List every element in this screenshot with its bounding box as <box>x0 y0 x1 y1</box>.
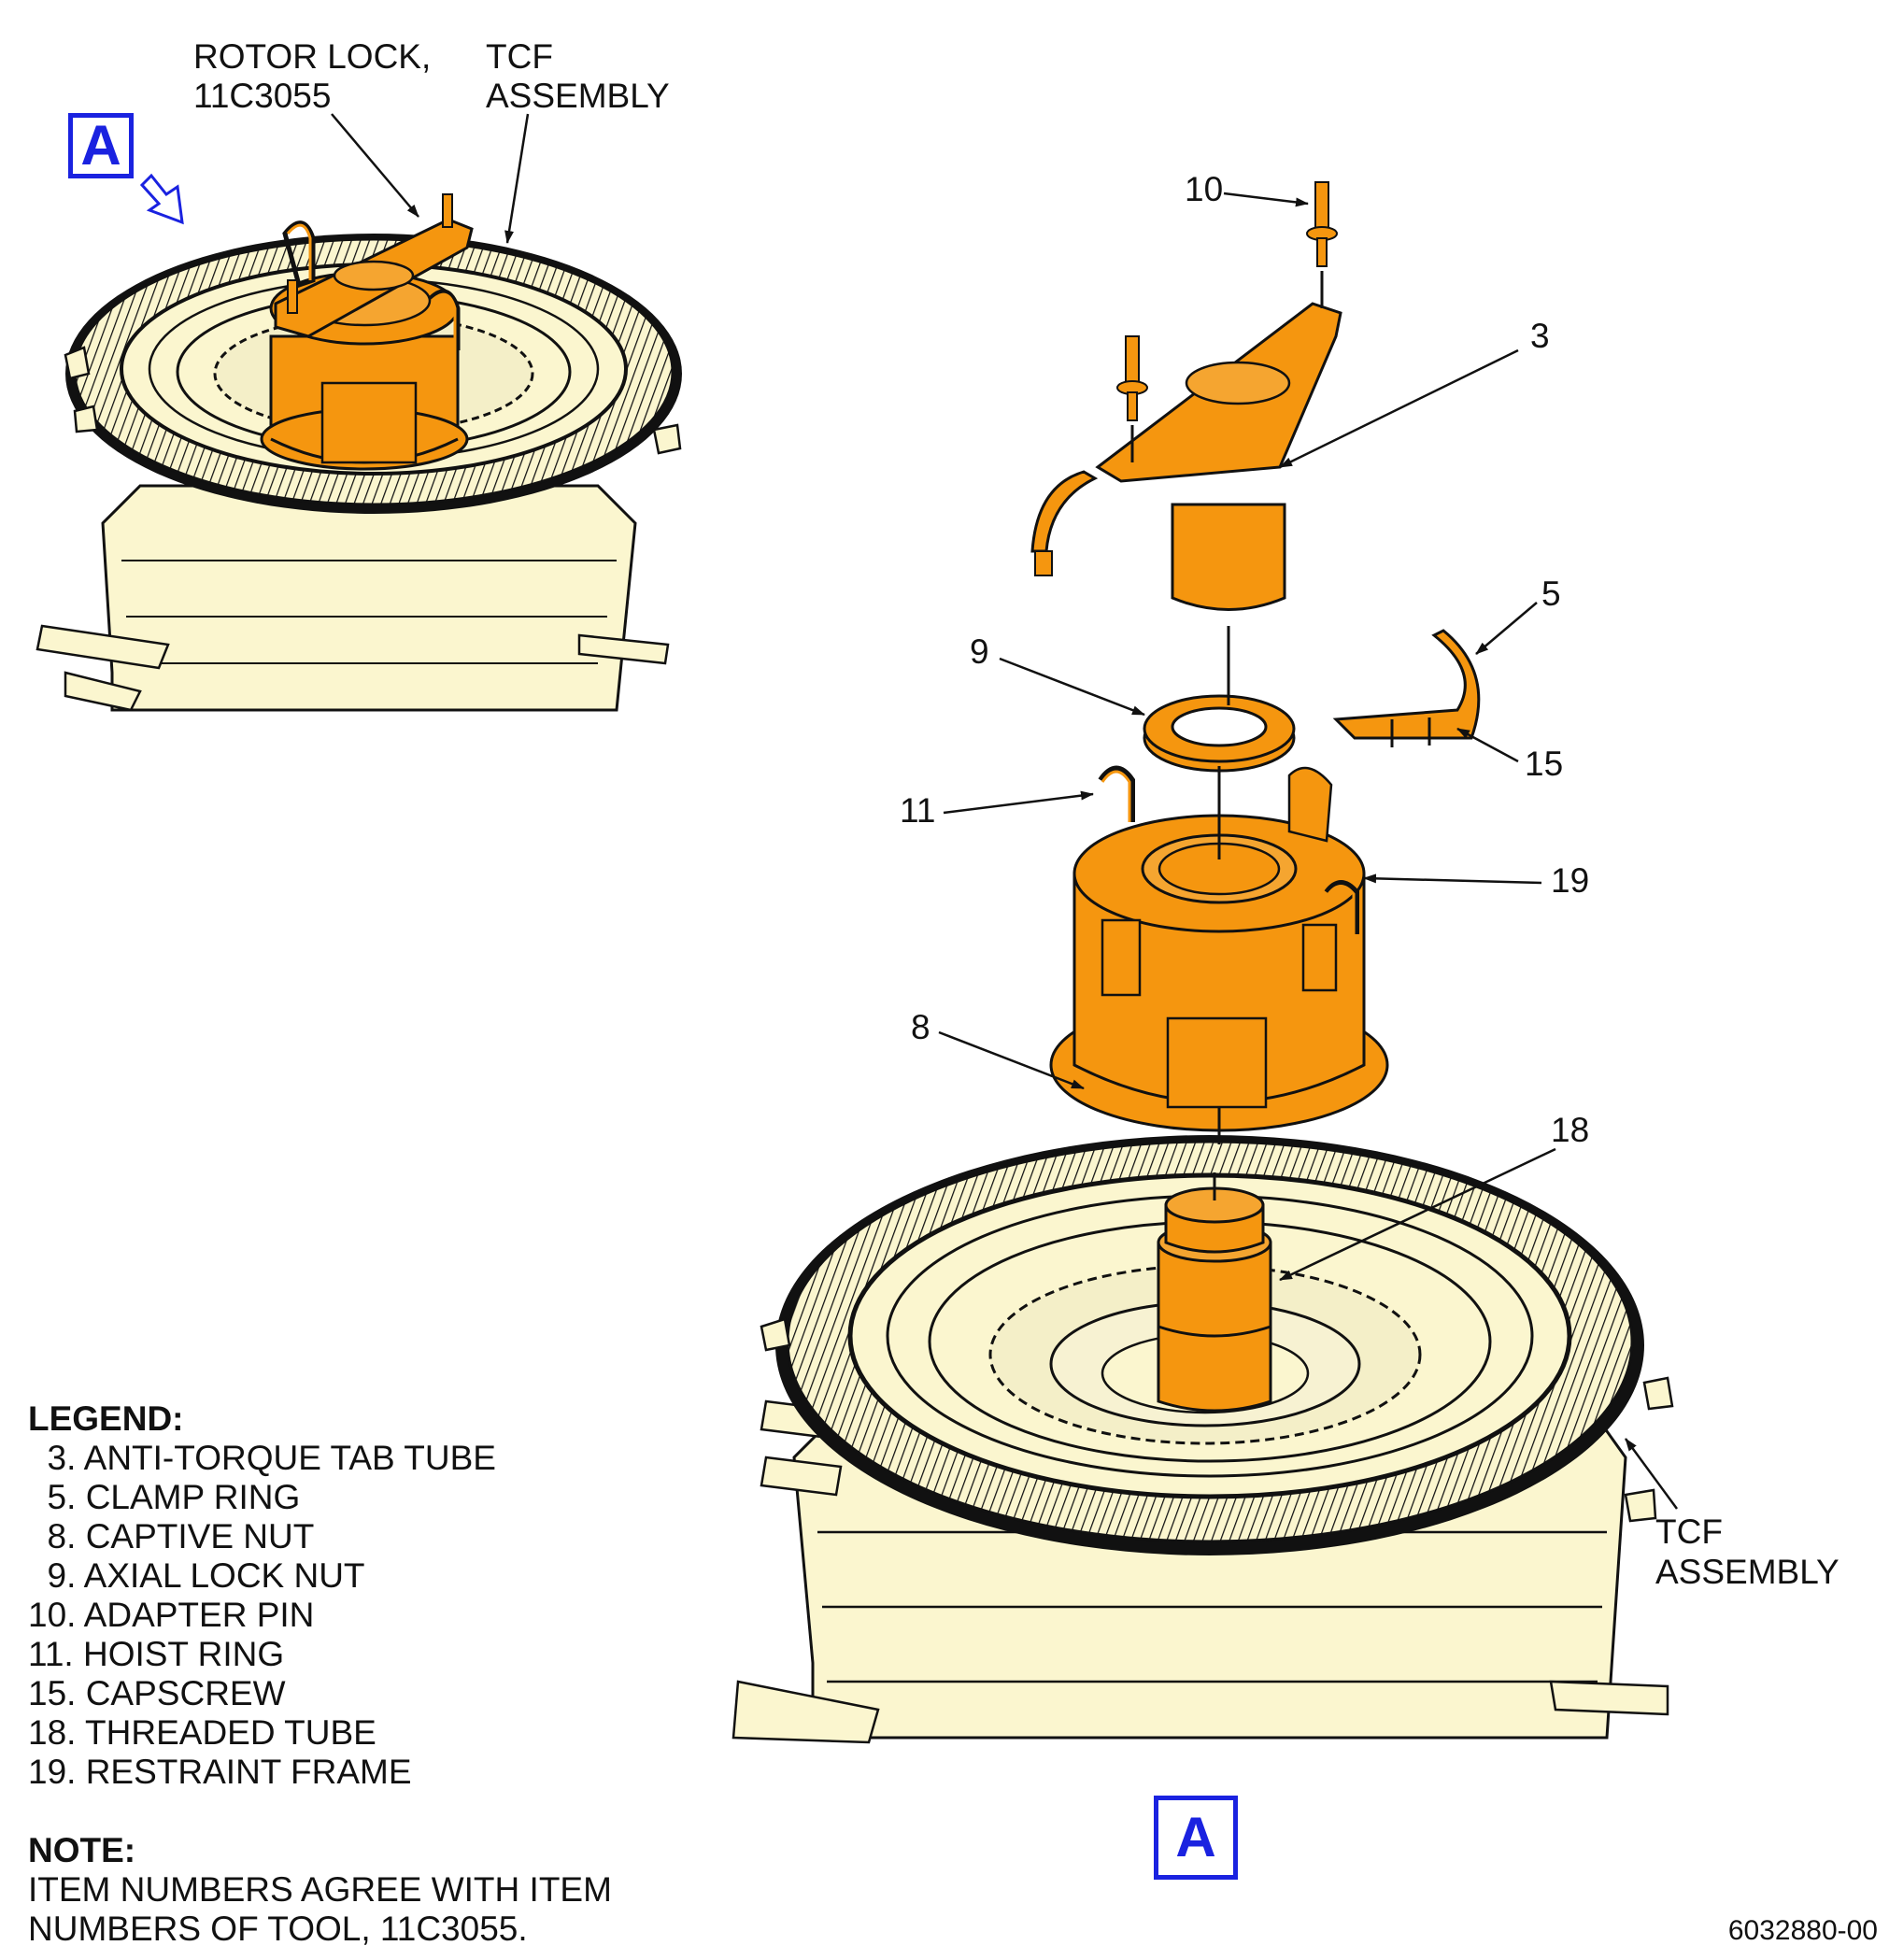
callout-item-11: 11 <box>900 791 935 830</box>
callout-item-19: 19 <box>1551 861 1589 900</box>
leader-item-18 <box>1279 1147 1556 1282</box>
threaded-tube <box>1157 1172 1272 1413</box>
callout-rotor-lock-line1: ROTOR LOCK, <box>193 37 431 76</box>
callout-item-8: 8 <box>911 1008 930 1046</box>
leader-item-3 <box>1279 348 1519 469</box>
legend: LEGEND: 3. ANTI-TORQUE TAB TUBE 5. CLAMP… <box>28 1399 496 1792</box>
detail-view-assembled <box>36 193 682 712</box>
note-line: NUMBERS OF TOOL, 11C3055. <box>28 1910 528 1948</box>
legend-item: 3. ANTI-TORQUE TAB TUBE <box>28 1439 496 1477</box>
callout-tcf-bottom-line1: TCF <box>1655 1513 1723 1551</box>
leader-rotor-lock <box>331 113 419 218</box>
note-line: ITEM NUMBERS AGREE WITH ITEM <box>28 1870 612 1909</box>
callout-item-15: 15 <box>1525 745 1563 783</box>
callout-tcf-bottom-line2: ASSEMBLY <box>1655 1553 1839 1591</box>
leader-tcf-bottom <box>1624 1438 1679 1510</box>
callout-item-10: 10 <box>1185 170 1223 208</box>
adapter-pin-right <box>1306 181 1338 308</box>
view-marker-a-top: A <box>68 113 134 178</box>
leader-item-10 <box>1223 192 1309 207</box>
legend-item: 9. AXIAL LOCK NUT <box>28 1556 365 1595</box>
callout-rotor-lock-line2: 11C3055 <box>193 77 331 115</box>
clamp-ring <box>1332 629 1481 747</box>
view-a-arrow <box>139 173 184 225</box>
leader-tcf-top <box>504 113 530 244</box>
leader-item-8 <box>938 1030 1085 1090</box>
rotor-lock-installed <box>260 193 474 471</box>
legend-item: 8. CAPTIVE NUT <box>28 1517 315 1555</box>
document-id: 6032880-00 <box>1727 1915 1878 1946</box>
leader-item-5 <box>1475 602 1538 655</box>
adapter-pin-left <box>1116 335 1148 462</box>
legend-item: 11. HOIST RING <box>28 1635 285 1673</box>
axial-lock-nut <box>1143 694 1296 773</box>
leader-item-15 <box>1456 727 1519 763</box>
restraint-frame <box>1049 765 1389 1144</box>
note: NOTE: ITEM NUMBERS AGREE WITH ITEM NUMBE… <box>28 1831 612 1949</box>
legend-item: 5. CLAMP RING <box>28 1478 301 1516</box>
callout-tcf-top-line1: TCF <box>486 37 553 76</box>
legend-item: 18. THREADED TUBE <box>28 1713 376 1752</box>
callout-tcf-top-line2: ASSEMBLY <box>486 77 670 115</box>
leader-item-19 <box>1363 873 1542 885</box>
callout-item-9: 9 <box>970 632 989 671</box>
legend-title: LEGEND: <box>28 1399 184 1438</box>
callout-item-18: 18 <box>1551 1111 1589 1149</box>
view-marker-a-bottom: A <box>1154 1796 1238 1880</box>
leader-item-9 <box>999 657 1145 717</box>
anti-torque-tab-tube <box>1030 302 1342 611</box>
note-title: NOTE: <box>28 1831 136 1869</box>
callout-item-3: 3 <box>1530 317 1550 355</box>
legend-item: 19. RESTRAINT FRAME <box>28 1753 412 1791</box>
assembly-axis <box>1217 626 1230 859</box>
leader-item-11 <box>943 790 1094 815</box>
legend-item: 15. CAPSCREW <box>28 1674 286 1712</box>
callout-item-5: 5 <box>1541 575 1561 613</box>
legend-item: 10. ADAPTER PIN <box>28 1596 315 1634</box>
